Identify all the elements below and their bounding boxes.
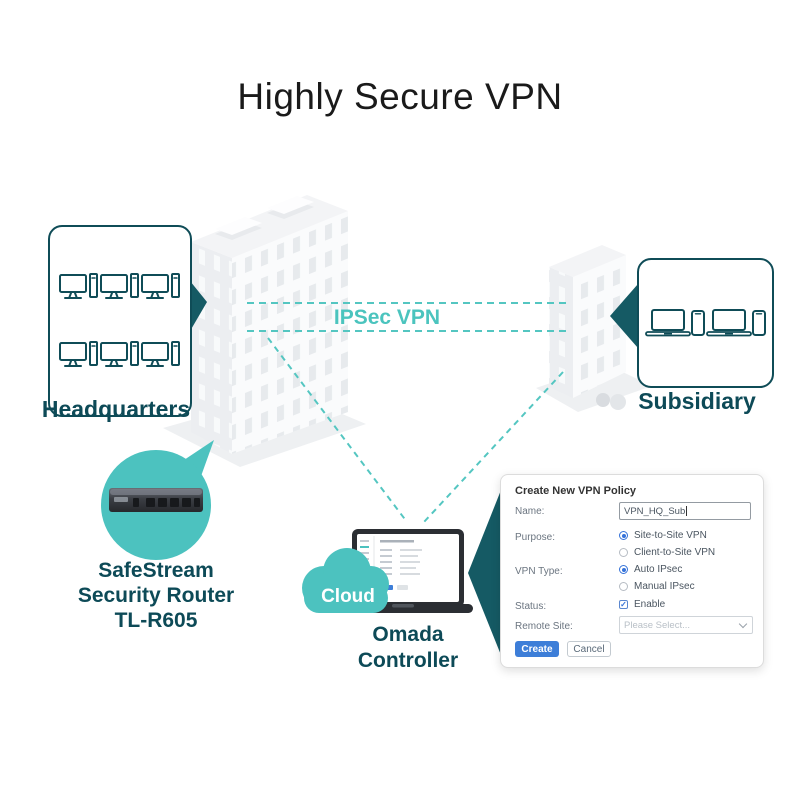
headquarters-box (48, 225, 192, 417)
name-label: Name: (515, 506, 545, 517)
desktop-computer-icon (59, 341, 99, 369)
router-bubble (101, 440, 214, 560)
subsidiary-building (549, 245, 626, 410)
router-device (109, 488, 203, 512)
status-enable-option[interactable]: Enable (619, 599, 665, 610)
router-name-line1: SafeStream (98, 559, 214, 582)
radio-unselected-icon[interactable] (619, 548, 628, 557)
cloud-label: Cloud (321, 586, 375, 607)
cloud-shape (302, 548, 389, 613)
vpn-policy-dialog: Create New VPN Policy Name: VPN_HQ_Sub P… (500, 474, 764, 668)
remote-site-placeholder: Please Select... (624, 619, 691, 631)
chevron-down-icon (738, 619, 748, 629)
purpose-label: Purpose: (515, 532, 556, 543)
router-name-line3: TL-R605 (114, 609, 198, 632)
smartphone-icon (691, 310, 706, 336)
radio-selected-icon[interactable] (619, 531, 628, 540)
subsidiary-box (637, 258, 774, 388)
desktop-computer-icon (59, 273, 99, 301)
status-label: Status: (515, 601, 547, 612)
purpose-site-option-label: Site-to-Site VPN (634, 530, 707, 541)
smartphone-icon (751, 310, 766, 336)
vpn-type-label: VPN Type: (515, 566, 563, 577)
desktop-computer-icon (141, 341, 181, 369)
laptop-icon (645, 309, 692, 337)
omada-controller-label: Omada Controller (328, 622, 488, 674)
type-auto-option[interactable]: Auto IPsec (619, 564, 682, 575)
headquarters-building (191, 195, 348, 454)
radio-unselected-icon[interactable] (619, 582, 628, 591)
cancel-button[interactable]: Cancel (567, 641, 611, 657)
remote-site-select[interactable]: Please Select... (619, 616, 753, 634)
page-title: Highly Secure VPN (237, 76, 563, 117)
subsidiary-label: Subsidiary (638, 388, 756, 414)
radio-selected-icon[interactable] (619, 565, 628, 574)
router-name-line2: Security Router (77, 584, 235, 607)
ipsec-vpn-label: IPSec VPN (333, 306, 441, 329)
desktop-computer-icon (100, 273, 140, 301)
type-manual-option[interactable]: Manual IPsec (619, 581, 695, 592)
remote-site-label: Remote Site: (515, 621, 573, 632)
status-enable-label: Enable (634, 599, 666, 610)
name-input-value: VPN_HQ_Sub (624, 505, 686, 517)
controller-line2: Controller (357, 649, 459, 672)
purpose-client-option-label: Client-to-Site VPN (634, 547, 716, 558)
desktop-computer-icon (100, 341, 140, 369)
controller-line1: Omada (372, 623, 444, 646)
type-auto-option-label: Auto IPsec (634, 564, 683, 575)
checkbox-checked-icon[interactable] (619, 600, 628, 609)
vpn-tunnel-lines (247, 302, 566, 523)
text-caret (686, 506, 688, 516)
headquarters-label: Headquarters (41, 396, 191, 422)
laptop-icon (705, 309, 752, 337)
desktop-computer-icon (141, 273, 181, 301)
purpose-site-option[interactable]: Site-to-Site VPN (619, 530, 707, 541)
router-name-label: SafeStream Security Router TL-R605 (46, 558, 266, 633)
create-button[interactable]: Create (515, 641, 559, 657)
name-input[interactable]: VPN_HQ_Sub (619, 502, 751, 520)
dialog-title: Create New VPN Policy (515, 485, 637, 497)
type-manual-option-label: Manual IPsec (634, 581, 695, 592)
purpose-client-option[interactable]: Client-to-Site VPN (619, 547, 715, 558)
